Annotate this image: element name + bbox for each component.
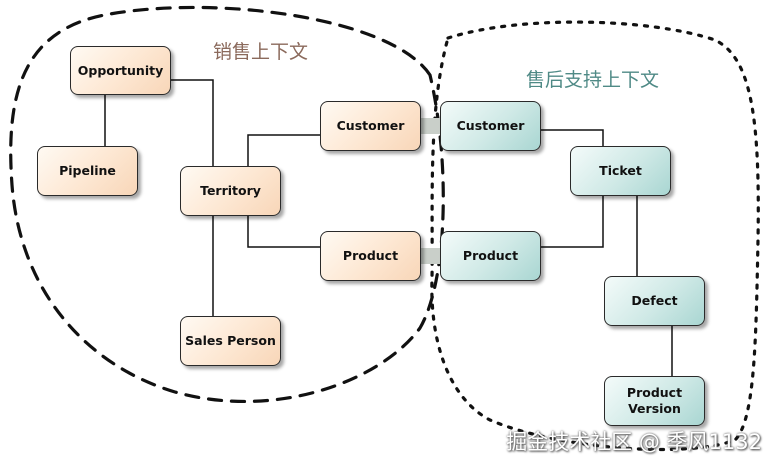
sales-customer-label: Customer xyxy=(336,118,405,133)
link-territory-customer xyxy=(247,134,322,167)
sales-context-boundary xyxy=(9,5,445,404)
ticket-label: Ticket xyxy=(599,163,642,178)
opportunity-label: Opportunity xyxy=(77,62,164,78)
mapping-product xyxy=(420,248,442,264)
defect-label: Defect xyxy=(631,293,678,308)
support-product-label: Product xyxy=(462,248,519,263)
territory-label: Territory xyxy=(200,183,261,198)
defect-node[interactable]: Defect xyxy=(604,276,705,326)
sales-person-label: Sales Person xyxy=(185,333,276,348)
pipeline-label: Pipeline xyxy=(59,163,116,178)
support-customer-node[interactable]: Customer xyxy=(440,101,541,151)
support-context-boundary xyxy=(430,20,760,452)
product-version-label-line1: Product xyxy=(626,385,683,400)
sales-person-node[interactable]: Sales Person xyxy=(180,316,281,366)
link-support-product-ticket xyxy=(541,196,604,248)
pipeline-node[interactable]: Pipeline xyxy=(37,146,138,196)
sales-product-node[interactable]: Product xyxy=(320,231,421,281)
product-version-node[interactable]: Product Version xyxy=(604,376,705,426)
sales-product-label: Product xyxy=(342,248,399,263)
link-support-customer-ticket xyxy=(541,129,604,147)
opportunity-node[interactable]: Opportunity xyxy=(70,46,171,95)
product-version-label-line2: Version xyxy=(628,401,681,416)
sales-context-title: 销售上下文 xyxy=(213,41,309,63)
support-customer-label: Customer xyxy=(456,118,525,133)
ticket-node[interactable]: Ticket xyxy=(570,146,671,196)
support-context-title: 售后支持上下文 xyxy=(526,69,660,91)
support-product-node[interactable]: Product xyxy=(440,231,541,281)
mapping-customer xyxy=(420,118,442,134)
link-opportunity-territory xyxy=(170,79,214,167)
territory-node[interactable]: Territory xyxy=(180,166,281,216)
link-territory-product xyxy=(247,216,322,248)
watermark-text: 掘金技术社区 @ 季风1132 xyxy=(506,430,762,454)
sales-customer-node[interactable]: Customer xyxy=(320,101,421,151)
